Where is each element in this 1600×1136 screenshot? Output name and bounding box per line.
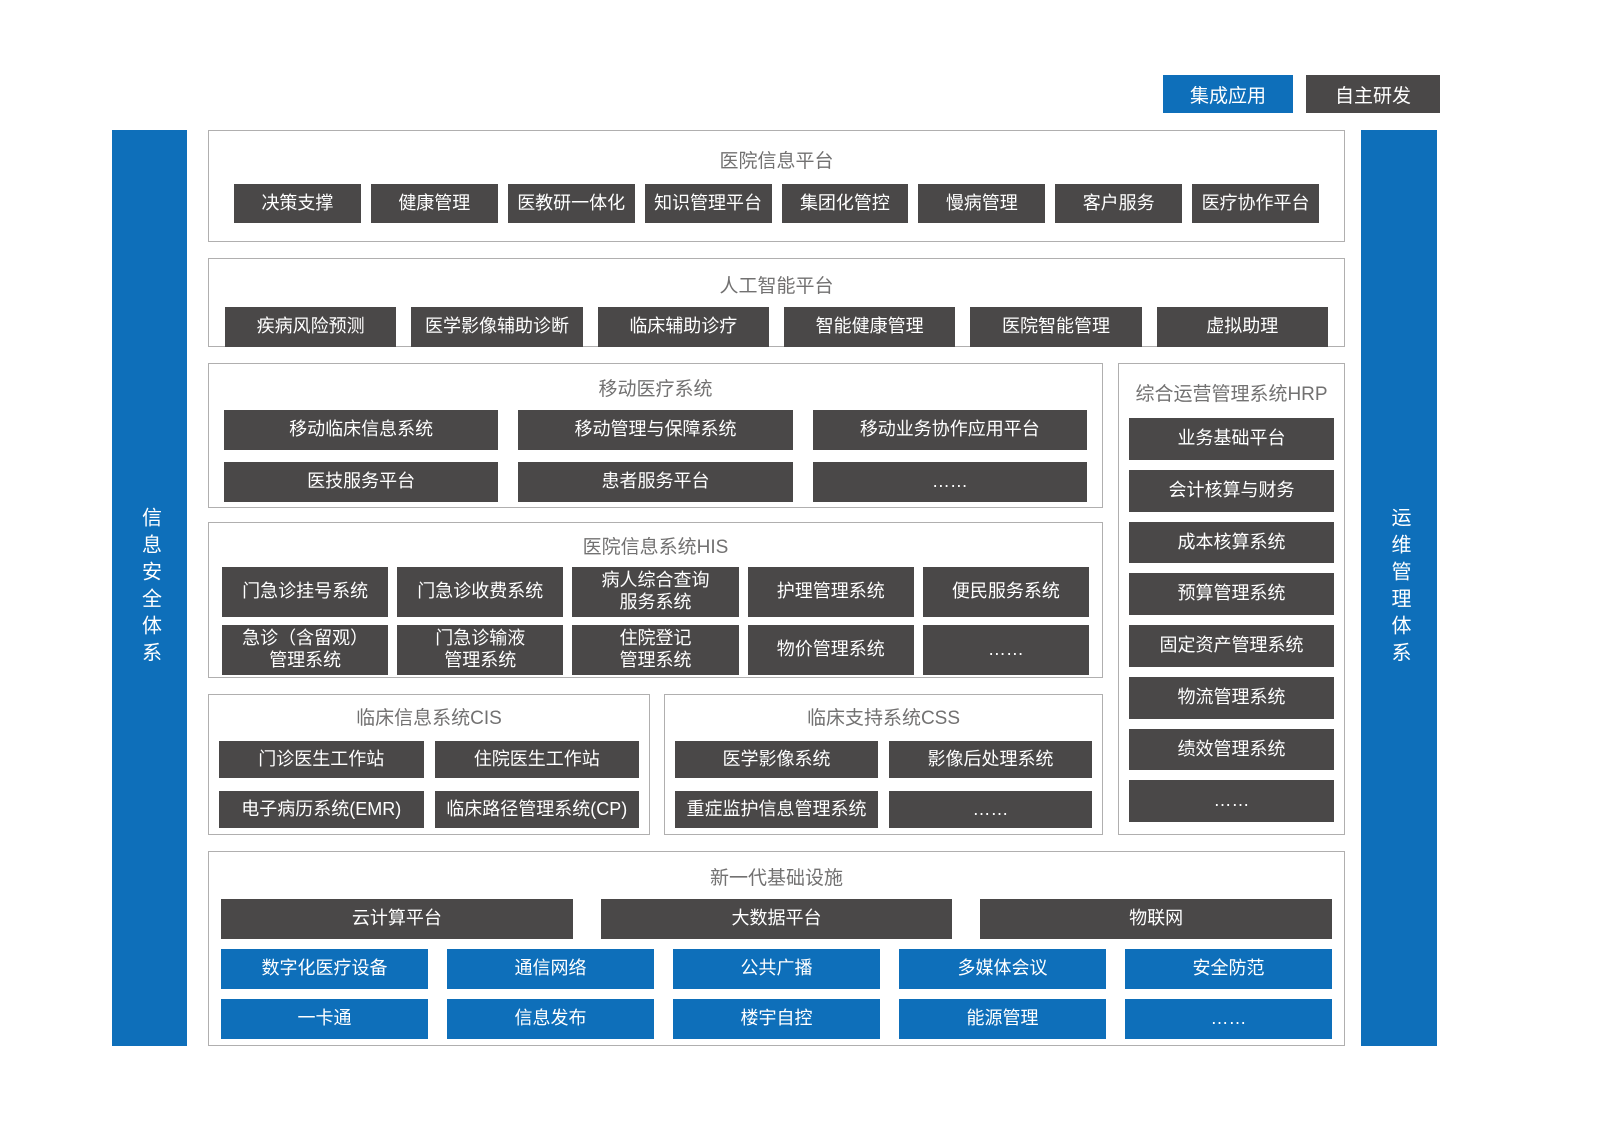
system-box: 门急诊输液 管理系统	[397, 625, 564, 675]
section-hrp: 综合运营管理系统HRP 业务基础平台会计核算与财务成本核算系统预算管理系统固定资…	[1118, 363, 1345, 835]
system-box: 物流管理系统	[1129, 676, 1334, 719]
system-box: 病人综合查询 服务系统	[572, 567, 739, 617]
facility-box: 数字化医疗设备	[221, 949, 428, 989]
system-box: 集团化管控	[781, 184, 909, 223]
section-infrastructure: 新一代基础设施 云计算平台大数据平台物联网 数字化医疗设备通信网络公共广播多媒体…	[208, 851, 1345, 1046]
system-box: ……	[812, 462, 1087, 502]
section-css: 临床支持系统CSS 医学影像系统影像后处理系统 重症监护信息管理系统 ……	[664, 694, 1103, 835]
system-box: 虚拟助理	[1156, 307, 1328, 347]
box-row: 急诊（含留观） 管理系统门急诊输液 管理系统住院登记 管理系统物价管理系统……	[209, 625, 1102, 675]
system-box: 知识管理平台	[644, 184, 772, 223]
system-box: 业务基础平台	[1129, 418, 1334, 460]
system-box: ……	[922, 625, 1090, 675]
box-row: 数字化医疗设备通信网络公共广播多媒体会议安全防范	[209, 949, 1344, 989]
box-column: 业务基础平台会计核算与财务成本核算系统预算管理系统固定资产管理系统物流管理系统绩…	[1119, 418, 1344, 834]
system-box: 预算管理系统	[1129, 573, 1334, 615]
system-box: 决策支撑	[234, 184, 361, 223]
system-box: 固定资产管理系统	[1129, 625, 1334, 667]
facility-box: ……	[1125, 999, 1332, 1039]
system-box: 医学影像辅助诊断	[411, 307, 583, 347]
box-row: 门诊医生工作站住院医生工作站	[209, 741, 649, 778]
legend-integrated-application: 集成应用	[1163, 75, 1293, 113]
system-box: 智能健康管理	[783, 307, 956, 347]
facility-box: 多媒体会议	[899, 949, 1106, 989]
facility-box: 安全防范	[1125, 949, 1332, 989]
system-box: 医技服务平台	[224, 462, 499, 502]
system-box: 移动管理与保障系统	[518, 410, 793, 450]
facility-box: 信息发布	[447, 999, 654, 1039]
info-security-system-bar: 信息安全体系	[112, 130, 187, 1046]
facility-box: 一卡通	[221, 999, 428, 1039]
system-box: 住院医生工作站	[434, 741, 639, 778]
system-box: 急诊（含留观） 管理系统	[222, 625, 389, 675]
system-box: 医学影像系统	[675, 741, 878, 778]
system-box: 慢病管理	[918, 184, 1046, 223]
box-row: 云计算平台大数据平台物联网	[209, 899, 1344, 939]
section-title: 医院信息平台	[719, 151, 834, 172]
system-box: 便民服务系统	[922, 567, 1090, 617]
system-box: 医教研一体化	[507, 184, 635, 223]
system-box: ……	[1129, 780, 1334, 822]
system-box: 护理管理系统	[747, 567, 914, 617]
system-box: 医疗协作平台	[1192, 184, 1319, 223]
system-box: 门诊医生工作站	[219, 741, 424, 778]
system-box: 临床辅助诊疗	[597, 307, 769, 347]
platform-box: 云计算平台	[221, 899, 573, 939]
system-box: 重症监护信息管理系统	[675, 791, 878, 828]
system-box: 门急诊收费系统	[397, 567, 564, 617]
box-row: 医学影像系统影像后处理系统	[665, 741, 1102, 778]
system-box: 临床路径管理系统(CP)	[434, 791, 639, 828]
system-box: 移动业务协作应用平台	[812, 410, 1087, 450]
box-row: 移动临床信息系统移动管理与保障系统移动业务协作应用平台	[209, 410, 1102, 450]
section-his: 医院信息系统HIS 门急诊挂号系统门急诊收费系统病人综合查询 服务系统护理管理系…	[208, 522, 1103, 678]
facility-box: 能源管理	[899, 999, 1106, 1039]
section-cis: 临床信息系统CIS 门诊医生工作站住院医生工作站 电子病历系统(EMR) 临床路径…	[208, 694, 650, 835]
box-row: 疾病风险预测医学影像辅助诊断临床辅助诊疗智能健康管理医院智能管理虚拟助理	[209, 307, 1344, 347]
legend: 集成应用 自主研发	[1163, 75, 1440, 113]
section-title: 临床信息系统CIS	[356, 708, 502, 729]
section-title: 移动医疗系统	[598, 379, 713, 400]
system-box: 影像后处理系统	[889, 741, 1092, 778]
box-row: 决策支撑健康管理医教研一体化知识管理平台集团化管控慢病管理客户服务医疗协作平台	[209, 184, 1344, 223]
box-row: 重症监护信息管理系统 ……	[665, 791, 1102, 828]
system-box: 移动临床信息系统	[224, 410, 499, 450]
section-title: 综合运营管理系统HRP	[1135, 384, 1328, 405]
system-box: 医院智能管理	[970, 307, 1142, 347]
section-ai-platform: 人工智能平台 疾病风险预测医学影像辅助诊断临床辅助诊疗智能健康管理医院智能管理虚…	[208, 258, 1345, 347]
system-box: 疾病风险预测	[225, 307, 397, 347]
box-row: 电子病历系统(EMR) 临床路径管理系统(CP)	[209, 791, 649, 828]
section-title: 临床支持系统CSS	[806, 708, 961, 729]
system-box: 会计核算与财务	[1129, 469, 1334, 512]
system-box: 客户服务	[1055, 184, 1183, 223]
section-title: 医院信息系统HIS	[582, 537, 729, 558]
box-row: 医技服务平台患者服务平台 ……	[209, 462, 1102, 502]
ops-management-system-bar: 运维管理体系	[1361, 130, 1437, 1046]
system-box: ……	[889, 791, 1092, 828]
system-box: 健康管理	[370, 184, 498, 223]
system-box: 电子病历系统(EMR)	[219, 791, 424, 828]
system-box: 物价管理系统	[747, 625, 914, 675]
system-box: 患者服务平台	[518, 462, 793, 502]
system-box: 住院登记 管理系统	[572, 625, 739, 675]
platform-box: 物联网	[980, 899, 1333, 939]
section-hospital-info-platform: 医院信息平台 决策支撑健康管理医教研一体化知识管理平台集团化管控慢病管理客户服务…	[208, 130, 1345, 242]
section-title: 人工智能平台	[719, 276, 834, 297]
facility-box: 公共广播	[673, 949, 880, 989]
system-box: 门急诊挂号系统	[222, 567, 389, 617]
info-security-system-label: 信息安全体系	[138, 507, 161, 669]
system-box: 成本核算系统	[1129, 521, 1334, 564]
platform-box: 大数据平台	[600, 899, 953, 939]
legend-self-developed: 自主研发	[1306, 75, 1440, 113]
box-row: 一卡通信息发布楼宇自控能源管理 ……	[209, 999, 1344, 1039]
box-row: 门急诊挂号系统门急诊收费系统病人综合查询 服务系统护理管理系统便民服务系统	[209, 567, 1102, 617]
section-title: 新一代基础设施	[709, 868, 843, 889]
facility-box: 通信网络	[447, 949, 654, 989]
facility-box: 楼宇自控	[673, 999, 880, 1039]
section-mobile-medical: 移动医疗系统 移动临床信息系统移动管理与保障系统移动业务协作应用平台 医技服务平…	[208, 363, 1103, 508]
system-box: 绩效管理系统	[1129, 728, 1334, 771]
ops-management-system-label: 运维管理体系	[1388, 507, 1410, 669]
